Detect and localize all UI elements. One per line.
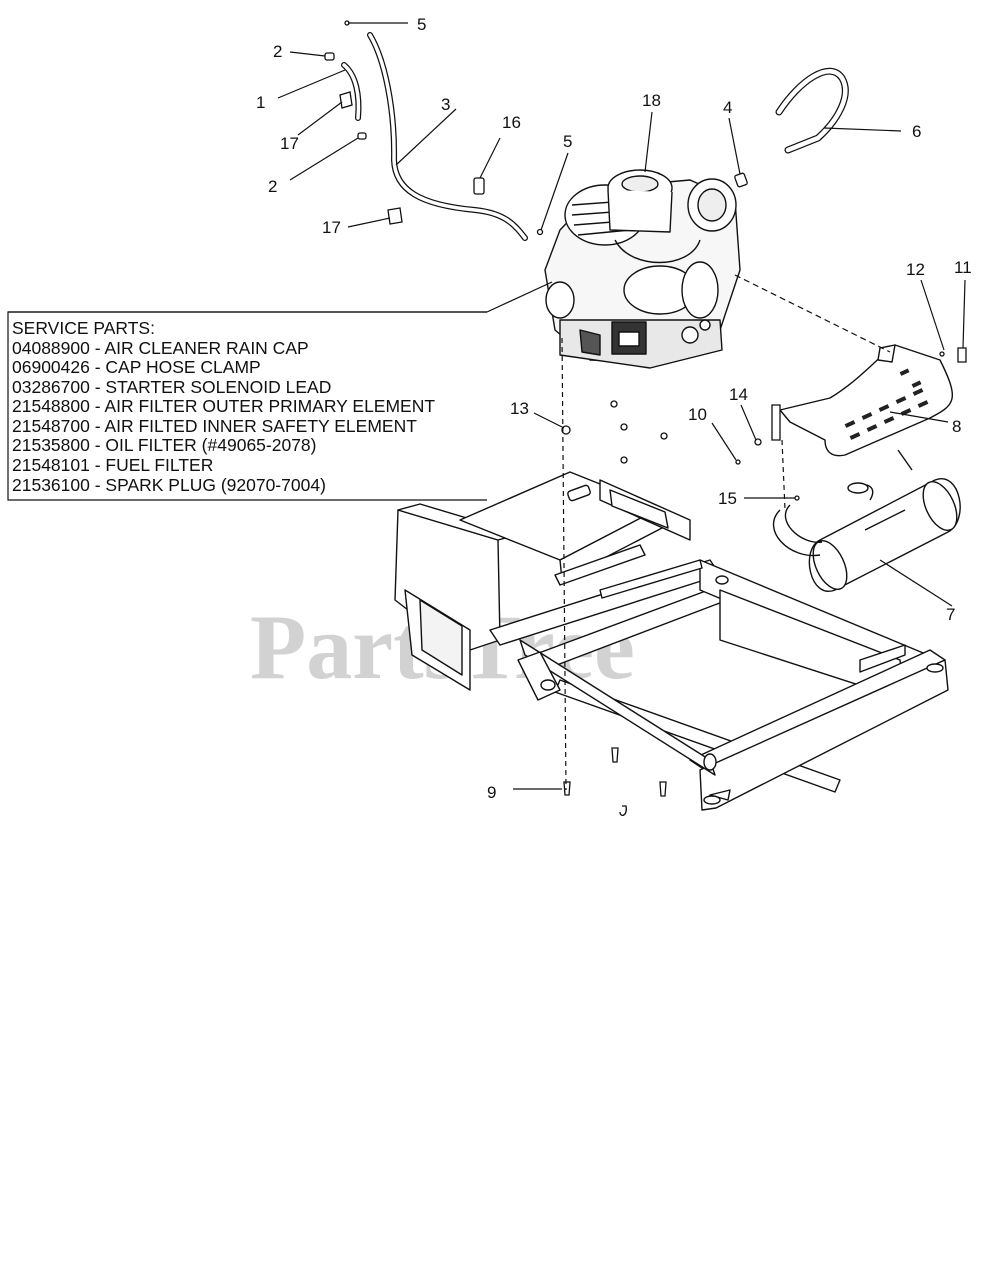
service-part-item: 21548101 - FUEL FILTER [12, 455, 213, 475]
callout-18: 18 [642, 91, 661, 110]
callout-1: 1 [256, 93, 265, 112]
callout-6: 6 [912, 122, 921, 141]
callout-5-engine: 5 [563, 132, 572, 151]
muffler-assembly [773, 449, 961, 593]
service-parts-list: SERVICE PARTS: 04088900 - AIR CLEANER RA… [12, 318, 435, 495]
service-parts-heading: SERVICE PARTS: [12, 318, 155, 338]
service-part-item: 21535800 - OIL FILTER (#49065-2078) [12, 435, 317, 455]
callout-14: 14 [729, 385, 748, 404]
bolt-9 [563, 781, 571, 796]
callout-17-bottom: 17 [322, 218, 341, 237]
hardware [324, 20, 967, 817]
heat-shield [779, 344, 953, 457]
fitting-17-top [339, 91, 353, 109]
callout-5-top: 5 [417, 15, 426, 34]
service-part-item: 21536100 - SPARK PLUG (92070-7004) [12, 475, 326, 495]
plug-4 [734, 172, 748, 188]
callout-2-top: 2 [273, 42, 282, 61]
clip-5 [536, 228, 544, 236]
engine [544, 169, 741, 369]
nut-12 [939, 351, 945, 357]
callout-11: 11 [954, 258, 972, 277]
callout-labels: 5 2 1 17 3 16 2 5 18 4 6 17 12 11 13 14 … [256, 15, 972, 802]
service-part-item: 21548800 - AIR FILTER OUTER PRIMARY ELEM… [12, 396, 435, 416]
nut-15 [794, 495, 800, 501]
service-parts-box [7, 311, 487, 501]
callout-4: 4 [723, 98, 732, 117]
bolt-11 [957, 347, 967, 363]
clamp-2-bottom [357, 132, 367, 140]
callout-2-bottom: 2 [268, 177, 277, 196]
service-part-item: 21548700 - AIR FILTED INNER SAFETY ELEME… [12, 416, 417, 436]
bolt-10 [735, 459, 741, 465]
callout-16: 16 [502, 113, 521, 132]
service-part-item: 06900426 - CAP HOSE CLAMP [12, 357, 261, 377]
callout-7: 7 [946, 605, 955, 624]
callout-12: 12 [906, 260, 925, 279]
mower-frame [394, 471, 949, 811]
service-part-item: 03286700 - STARTER SOLENOID LEAD [12, 377, 331, 397]
callout-8: 8 [952, 417, 961, 436]
callout-3: 3 [441, 95, 450, 114]
service-part-item: 04088900 - AIR CLEANER RAIN CAP [12, 338, 309, 358]
callout-9: 9 [487, 783, 496, 802]
callout-17-top: 17 [280, 134, 299, 153]
fuel-filter-16 [473, 177, 485, 195]
fitting-17-bottom [387, 207, 403, 225]
hoses [341, 32, 849, 241]
clamp-2-top [324, 52, 335, 61]
callout-10: 10 [688, 405, 707, 424]
nut-14 [754, 438, 762, 446]
callout-15: 15 [718, 489, 737, 508]
callout-13: 13 [510, 399, 529, 418]
